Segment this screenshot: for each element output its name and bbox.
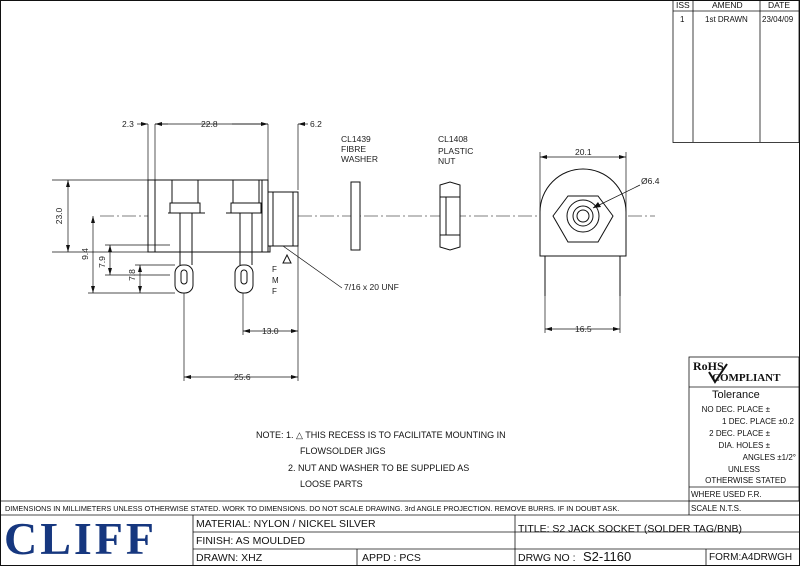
rev-row-amend: 1st DRAWN <box>705 15 748 24</box>
dim-7-8: 7.8 <box>127 269 137 281</box>
dim-dia-6-4: Ø6.4 <box>641 176 660 186</box>
note-line-3: 2. NUT AND WASHER TO BE SUPPLIED AS <box>288 463 470 473</box>
note-line-4: LOOSE PARTS <box>300 479 363 489</box>
svg-text:WASHER: WASHER <box>341 154 378 164</box>
dim-7-9: 7.9 <box>97 256 107 268</box>
dim-25-6: 25.6 <box>234 372 251 382</box>
note-line-2: FLOWSOLDER JIGS <box>300 446 386 456</box>
svg-text:FIBRE: FIBRE <box>341 144 366 154</box>
svg-text:F: F <box>272 265 277 274</box>
tag-letters: F M F <box>272 265 279 296</box>
revision-table <box>672 0 800 143</box>
disclaimer: DIMENSIONS IN MILLIMETERS UNLESS OTHERWI… <box>5 504 620 513</box>
note-line-1: 1. △ THIS RECESS IS TO FACILITATE MOUNTI… <box>286 430 506 440</box>
dim-23-0: 23.0 <box>54 207 64 224</box>
svg-text:NUT: NUT <box>438 156 455 166</box>
rev-header-iss: ISS <box>676 0 690 10</box>
tolerance-line: OTHERWISE STATED <box>705 476 786 485</box>
nut-part <box>439 181 461 251</box>
tolerance-line: ANGLES ±1/2° <box>742 453 796 462</box>
scale-note: SCALE N.T.S. <box>691 504 742 513</box>
form-code: FORM:A4DRWGH <box>709 552 793 563</box>
drawing-number-label: DRWG NO : <box>518 552 576 564</box>
tolerance-line: 1 DEC. PLACE ±0.2 <box>722 417 794 426</box>
svg-text:CL1439: CL1439 <box>341 134 371 144</box>
washer-label: CL1439 FIBRE WASHER <box>341 134 378 164</box>
rev-header-amend: AMEND <box>712 0 743 10</box>
dim-13-0: 13.0 <box>262 326 279 336</box>
rev-header-date: DATE <box>768 0 791 10</box>
dim-22-8: 22.8 <box>201 119 218 129</box>
drawing-title: TITLE: S2 JACK SOCKET (SOLDER TAG/BNB) <box>518 523 743 535</box>
material: MATERIAL: NYLON / NICKEL SILVER <box>196 518 376 530</box>
nut-label: CL1408 PLASTIC NUT <box>438 134 473 166</box>
notes-prefix: NOTE: <box>256 430 284 440</box>
rev-row-iss: 1 <box>680 15 685 24</box>
front-view <box>539 168 627 296</box>
drawing-number: S2-1160 <box>583 549 632 564</box>
tolerance-title: Tolerance <box>712 389 760 401</box>
arrowheads <box>66 122 626 379</box>
dim-20-1: 20.1 <box>575 147 592 157</box>
dim-9-4: 9.4 <box>80 248 90 260</box>
dim-2-3: 2.3 <box>122 119 134 129</box>
tolerance-line: DIA. HOLES ± <box>718 441 770 450</box>
dim-6-2: 6.2 <box>310 119 322 129</box>
rohs-top: RoHS <box>693 359 724 373</box>
svg-text:CL1408: CL1408 <box>438 134 468 144</box>
drawn-by: DRAWN: XHZ <box>196 552 263 564</box>
svg-text:M: M <box>272 276 279 285</box>
svg-text:F: F <box>272 287 277 296</box>
washer-part <box>350 181 361 251</box>
thread-label: 7/16 x 20 UNF <box>344 282 399 292</box>
approved-by: APPD : PCS <box>362 552 421 564</box>
check-icon <box>708 363 728 384</box>
rohs-bottom: COMPLIANT <box>712 372 781 384</box>
rev-row-date: 23/04/09 <box>762 15 794 24</box>
finish: FINISH: AS MOULDED <box>196 535 306 547</box>
tolerance-line: UNLESS <box>727 465 760 474</box>
cliff-logo: CLIFF <box>4 513 157 564</box>
tolerance-line: NO DEC. PLACE ± <box>701 405 770 414</box>
side-view <box>147 179 299 294</box>
svg-text:PLASTIC: PLASTIC <box>438 146 473 156</box>
dim-16-5: 16.5 <box>575 324 592 334</box>
where-used: WHERE USED F.R. <box>691 490 762 499</box>
tolerance-line: 2 DEC. PLACE ± <box>709 429 770 438</box>
title-block-frame <box>0 500 800 566</box>
